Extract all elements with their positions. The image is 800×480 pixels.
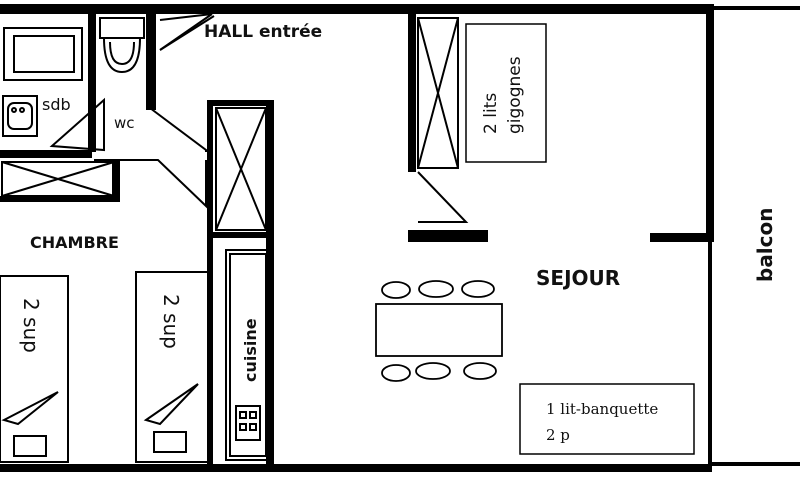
wall-bath-bottom <box>0 150 92 158</box>
bathtub <box>3 27 83 81</box>
closet-sejour <box>417 17 459 169</box>
label-sdb: sdb <box>42 95 71 114</box>
beds <box>0 271 209 463</box>
bed-left-pillow <box>13 435 47 457</box>
dining-table <box>375 303 503 357</box>
kitchen-counter <box>225 249 271 461</box>
bed-right-pillow <box>153 431 187 453</box>
label-bunk-line-2: gigognes <box>505 56 525 134</box>
door-bath <box>49 97 105 152</box>
closet-sejour-x <box>417 17 459 169</box>
label-bunk-line-1: 2 lits <box>481 93 501 134</box>
door-sejour-closet <box>417 171 469 223</box>
washbasin-drain <box>11 107 17 113</box>
closet-hall <box>215 107 267 231</box>
wall-wc-right <box>146 12 156 110</box>
closet-chambre-x <box>1 161 115 197</box>
kitchen-counter-inner <box>229 253 267 457</box>
chair-bottom-2 <box>415 362 451 380</box>
wall-right-sejour <box>706 4 714 240</box>
bunk-beds <box>465 23 547 163</box>
wall-sejour-closet-left <box>408 12 416 172</box>
wall-sejour-partition <box>408 230 488 242</box>
wall-closet-right <box>112 160 120 202</box>
label-sofa-line-1: 1 lit-banquette <box>546 400 658 418</box>
wall-kitchen-top <box>207 100 271 106</box>
wall-closet-bottom <box>0 196 120 202</box>
wall-top <box>0 4 712 14</box>
door-wc <box>149 107 207 152</box>
wall-kitchen-left <box>207 102 213 464</box>
bunk-beds-outline <box>465 23 547 163</box>
bathroom <box>2 27 83 137</box>
label-cuisine: cuisine <box>241 318 260 382</box>
wall-kitchen-mid <box>213 232 269 238</box>
label-sejour: SEJOUR <box>536 266 620 290</box>
closet-hall-x <box>215 107 267 231</box>
kitchen-cooktop-burner-3 <box>239 423 247 431</box>
label-chambre: CHAMBRE <box>30 233 119 252</box>
label-bed-left: 2 sup <box>19 298 43 353</box>
chair-top-2 <box>418 280 454 298</box>
bed-left-sheet <box>1 391 59 426</box>
bathtub-inner <box>13 35 75 73</box>
label-balcon: balcon <box>753 207 777 282</box>
toilet-seat <box>109 41 135 66</box>
balcony-top <box>712 6 800 10</box>
sofa-bed-outline <box>519 383 695 455</box>
toilet-tank <box>99 17 145 39</box>
kitchen-cooktop-burner-4 <box>249 423 257 431</box>
dining-set <box>375 280 503 382</box>
sofa-bed <box>519 383 695 455</box>
label-bed-right: 2 sup <box>159 294 183 349</box>
balcony-bottom <box>712 462 800 466</box>
washbasin-tap <box>19 107 25 113</box>
washbasin <box>2 95 38 137</box>
kitchen <box>225 249 271 461</box>
bed-right-sheet <box>143 383 199 426</box>
chair-top-1 <box>381 281 411 299</box>
label-hall: HALL entrée <box>204 22 322 42</box>
kitchen-cooktop <box>235 405 261 441</box>
label-sofa-line-2: 2 p <box>546 426 570 444</box>
doors <box>49 13 469 223</box>
washbasin-inner <box>7 102 33 130</box>
chair-bottom-1 <box>381 364 411 382</box>
kitchen-cooktop-burner-1 <box>239 411 247 419</box>
door-entrance <box>159 15 215 51</box>
toilet <box>99 17 145 74</box>
wall-bath-right <box>88 12 96 152</box>
closets <box>1 17 459 231</box>
closet-chambre <box>1 161 115 197</box>
wall-right-sejour-low <box>708 240 712 470</box>
chair-top-3 <box>461 280 495 298</box>
wall-sejour-balcony-stub <box>650 233 714 242</box>
wall-bottom <box>0 464 712 472</box>
walls <box>0 4 800 472</box>
bed-right <box>135 271 209 463</box>
door-chambre <box>94 159 207 209</box>
chair-bottom-3 <box>463 362 497 380</box>
bed-left <box>0 275 69 463</box>
label-wc: wc <box>114 114 135 132</box>
kitchen-cooktop-burner-2 <box>249 411 257 419</box>
toilet-bowl <box>102 37 142 74</box>
